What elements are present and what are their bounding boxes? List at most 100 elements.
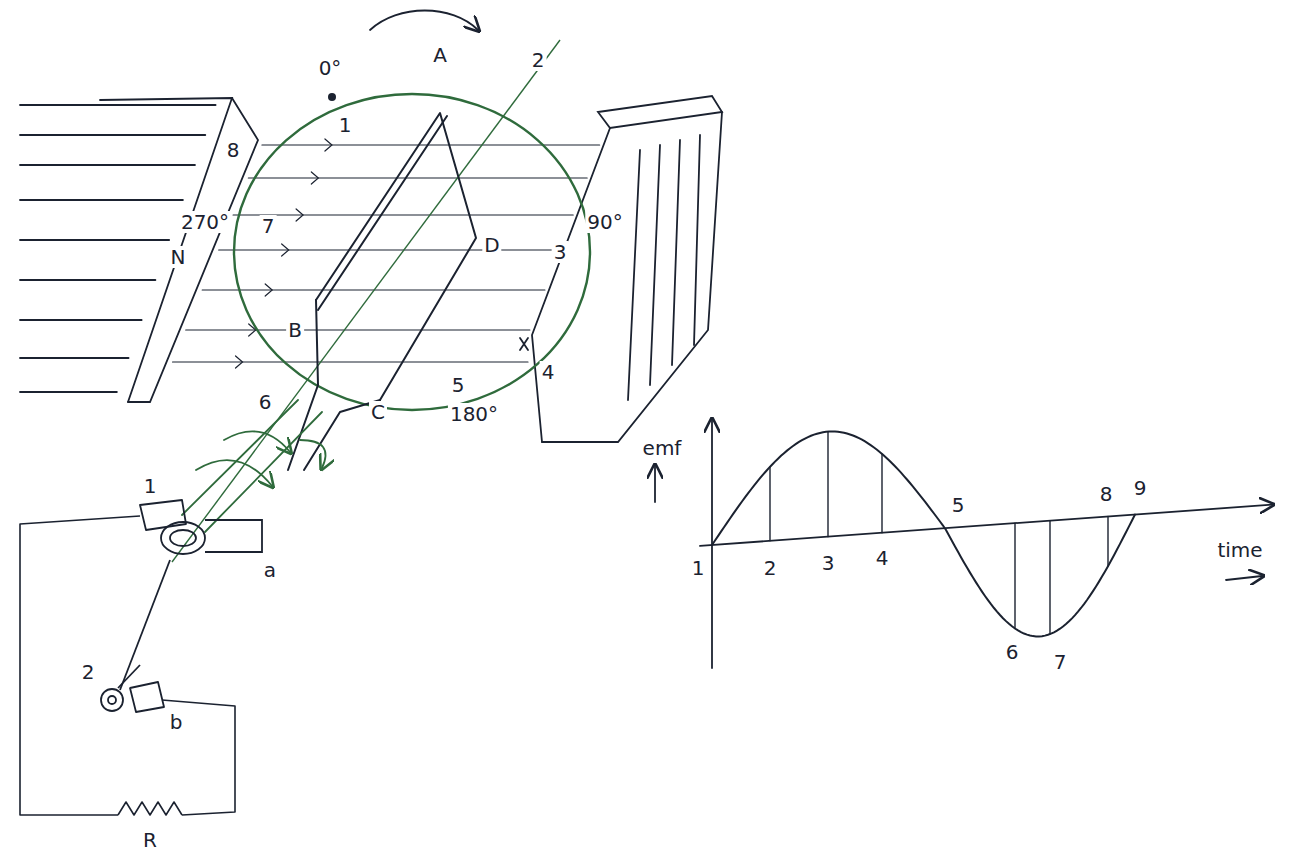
- sketch-stroke: [20, 516, 140, 815]
- position-number: 8: [225, 139, 242, 161]
- position-number: 6: [257, 391, 274, 413]
- slip-rings: [101, 520, 262, 711]
- sketch-stroke: [130, 682, 164, 712]
- angle-label: 0°: [317, 57, 344, 79]
- sketch-stroke: [265, 284, 272, 296]
- position-number: 3: [820, 552, 837, 574]
- sketch-stroke: [1049, 521, 1050, 634]
- coil-corner: C: [369, 401, 387, 423]
- sketch-stroke: [186, 329, 530, 330]
- emf-graph: [655, 420, 1272, 668]
- field-lines: [173, 139, 600, 368]
- sketch-stroke: [628, 135, 700, 400]
- sketch-stroke: [20, 134, 205, 136]
- sketch-stroke: [827, 432, 828, 537]
- rotation-circle: [234, 94, 590, 410]
- sketch-stroke: [712, 431, 1135, 636]
- sketch-stroke: [20, 104, 216, 106]
- sketch-stroke: [262, 144, 600, 145]
- position-number: 2: [530, 49, 547, 71]
- sketch-stroke: [542, 112, 722, 442]
- position-number: 5: [450, 374, 467, 396]
- sketch-stroke: [20, 391, 117, 393]
- position-number: 8: [1098, 483, 1115, 505]
- position-number: 5: [950, 494, 967, 516]
- sketch-stroke: [296, 209, 303, 221]
- sketch-stroke: [311, 172, 318, 184]
- sketch-stroke: [20, 319, 142, 321]
- position-number: 4: [540, 361, 557, 383]
- sketch-stroke: [520, 338, 528, 350]
- sketch-stroke: [325, 139, 332, 151]
- position-number: 3: [552, 241, 569, 263]
- sketch-stroke: [120, 560, 170, 690]
- position-number: 7: [260, 215, 277, 237]
- position-number: 1: [690, 557, 707, 579]
- sketch-stroke: [20, 199, 183, 201]
- sketch-stroke: [224, 431, 290, 452]
- sketch-stroke: [700, 505, 1272, 546]
- angle-label: 270°: [179, 211, 231, 233]
- position-number: 2: [762, 557, 779, 579]
- resistor-label: R: [141, 829, 159, 851]
- brushes: [130, 500, 186, 712]
- sketch-stroke: [182, 400, 298, 515]
- position-number: 6: [1004, 641, 1021, 663]
- rotation-axis: [172, 40, 560, 562]
- sketch-stroke: [205, 520, 262, 552]
- sketch-stroke: [118, 802, 182, 815]
- pole-label: N: [169, 246, 188, 268]
- angle-label: 90°: [585, 211, 624, 233]
- external-circuit: [20, 516, 235, 815]
- sketch-stroke: [20, 357, 129, 359]
- sketch-stroke: [769, 467, 770, 541]
- sketch-stroke: [248, 177, 587, 178]
- sketch-stroke: [881, 454, 882, 533]
- sketch-stroke: [1107, 516, 1108, 566]
- sketch-stroke: [236, 356, 243, 368]
- position-number: 1: [337, 114, 354, 136]
- coil-corner: A: [431, 44, 449, 66]
- brush-number: 2: [80, 661, 97, 683]
- sketch-stroke: [20, 239, 169, 241]
- sketch-stroke: [282, 244, 289, 256]
- sketch-stroke: [20, 164, 195, 166]
- sketch-stroke: [318, 116, 447, 310]
- position-number: 4: [874, 547, 891, 569]
- brush-number: 1: [142, 475, 159, 497]
- sketch-stroke: [370, 11, 478, 31]
- sketch-stroke: [532, 128, 610, 442]
- sketch-stroke: [654, 466, 656, 502]
- sketch-stroke: [108, 696, 116, 704]
- sketch-stroke: [196, 460, 272, 486]
- sketch-stroke: [219, 249, 560, 250]
- shaft: [182, 400, 322, 532]
- axis-label: emf: [641, 437, 684, 459]
- sketch-stroke: [205, 412, 322, 532]
- sketch-stroke: [598, 96, 722, 128]
- position-number: 7: [1052, 651, 1069, 673]
- sketch-stroke: [1226, 576, 1262, 580]
- axis-label: time: [1215, 539, 1264, 561]
- position-number: 9: [1132, 477, 1149, 499]
- start-dot: [328, 93, 336, 101]
- sketch-stroke: [20, 279, 155, 281]
- sketch-stroke: [300, 440, 326, 468]
- coil-corner: D: [482, 234, 501, 256]
- magnet-pole: [520, 96, 722, 442]
- sketch-stroke: [162, 700, 235, 815]
- slip-ring-label: a: [262, 559, 278, 581]
- angle-label: 180°: [448, 403, 500, 425]
- sketch-stroke: [233, 214, 573, 215]
- sketch-stroke: [1014, 523, 1015, 628]
- rotation-arrows: [196, 11, 478, 487]
- sketch-stroke: [173, 361, 528, 362]
- sketch-stroke: [101, 689, 123, 711]
- slip-ring-label: b: [168, 711, 185, 733]
- sketch-stroke: [170, 530, 196, 546]
- sketch-stroke: [118, 665, 140, 688]
- coil-corner: B: [286, 319, 304, 341]
